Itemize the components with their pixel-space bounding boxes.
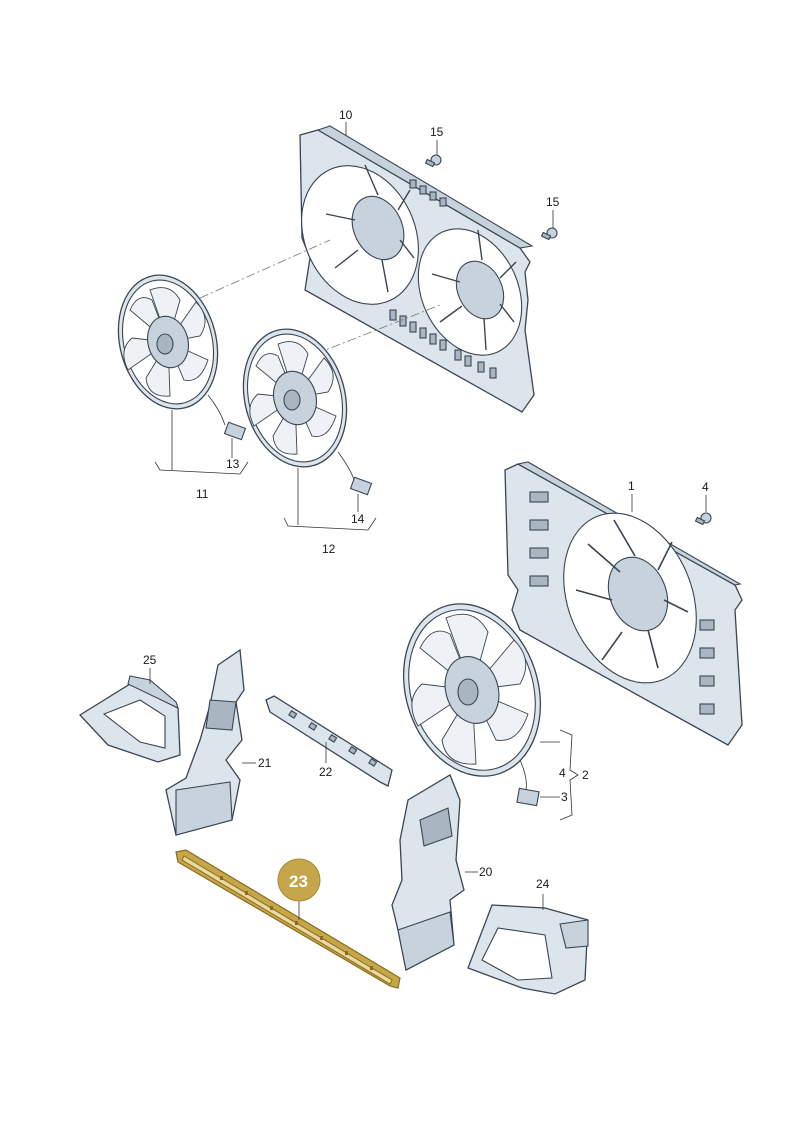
highlight-badge-23: 23 xyxy=(277,858,321,902)
label-20: 20 xyxy=(479,865,493,879)
screw-15a[interactable] xyxy=(424,154,442,168)
seal-strip-22[interactable] xyxy=(265,695,393,787)
air-guide-20[interactable] xyxy=(391,774,465,971)
label-11: 11 xyxy=(196,487,209,501)
fan-shroud-frame-1[interactable] xyxy=(504,461,743,746)
label-25: 25 xyxy=(143,653,157,667)
label-13: 13 xyxy=(226,457,240,471)
fan-shroud-frame-10[interactable] xyxy=(280,125,542,413)
fan-11[interactable] xyxy=(104,264,247,441)
label-21: 21 xyxy=(258,756,272,770)
screw-15b[interactable] xyxy=(540,227,558,241)
label-12: 12 xyxy=(322,542,336,556)
seal-strip-23[interactable] xyxy=(175,849,401,989)
fan-12[interactable] xyxy=(229,317,373,496)
screw-4[interactable] xyxy=(694,512,712,526)
label-15a: 15 xyxy=(430,125,444,139)
label-23: 23 xyxy=(289,872,308,891)
label-3: 3 xyxy=(561,790,568,804)
air-guide-21[interactable] xyxy=(165,648,245,836)
label-1: 1 xyxy=(628,479,635,493)
label-4: 4 xyxy=(702,480,709,494)
label-4b: 4 xyxy=(559,766,566,780)
label-2: 2 xyxy=(582,768,589,782)
air-duct-25[interactable] xyxy=(78,675,181,763)
label-22: 22 xyxy=(319,765,333,779)
label-15b: 15 xyxy=(546,195,560,209)
label-14: 14 xyxy=(351,512,365,526)
air-duct-24[interactable] xyxy=(467,904,589,995)
label-10: 10 xyxy=(339,108,353,122)
label-24: 24 xyxy=(536,877,550,891)
fan-2[interactable] xyxy=(382,586,562,807)
